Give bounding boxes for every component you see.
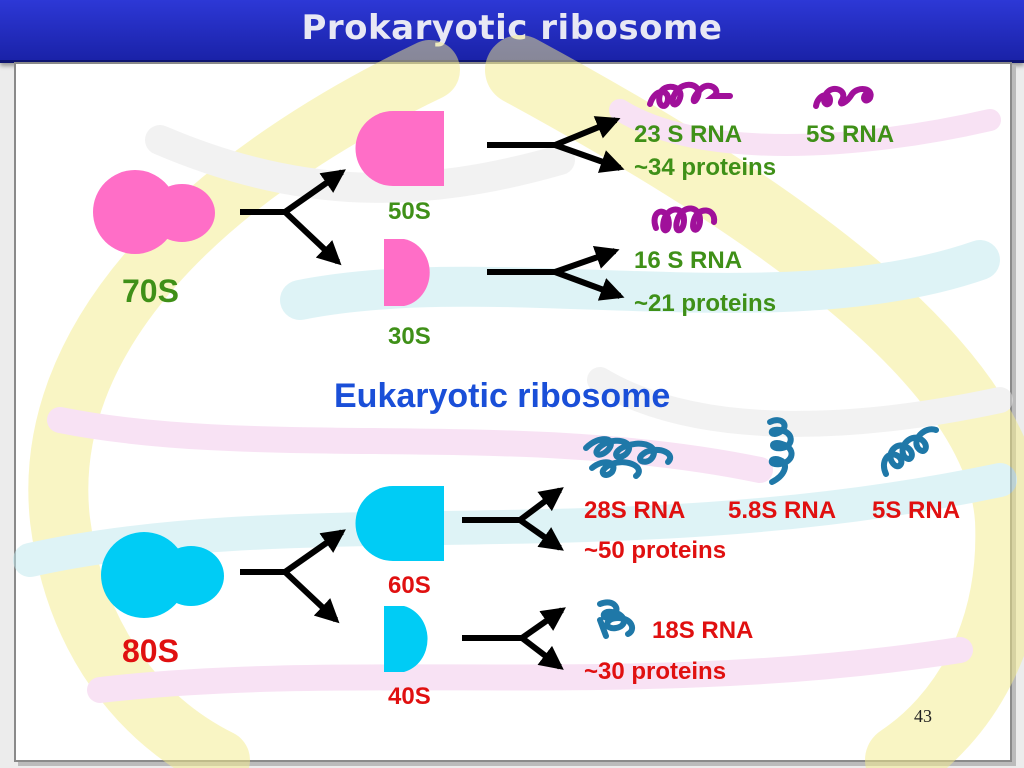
ribosome-70s-shape [93, 170, 215, 254]
label-16s-rna: 16 S RNA [634, 247, 743, 274]
label-50s: 50S [388, 198, 431, 225]
split-arrow-60s [462, 487, 564, 551]
subunit-60s-shape [355, 486, 444, 561]
label-60s-proteins: ~50 proteins [584, 537, 727, 564]
label-5s-rna-prokaryote: 5S RNA [806, 121, 895, 148]
rna-strand-icon [597, 599, 636, 639]
rna-strand-icon [813, 85, 874, 109]
label-70s: 70S [122, 273, 179, 309]
label-50s-proteins: ~34 proteins [634, 154, 777, 181]
label-40s: 40S [388, 683, 431, 710]
split-arrow-80s [240, 529, 346, 624]
rna-strand-icon [651, 205, 718, 234]
subunit-40s-shape [384, 606, 428, 672]
rna-strand-icon [880, 426, 939, 477]
label-18s-rna: 18S RNA [652, 617, 754, 644]
split-arrow-30s [487, 246, 625, 301]
label-60s: 60S [388, 572, 431, 599]
rna-strand-icon [767, 417, 795, 485]
subunit-30s-shape [384, 239, 430, 306]
page-number: 43 [914, 706, 932, 726]
split-arrow-40s [462, 607, 566, 670]
split-arrow-50s [487, 116, 625, 173]
rna-strand-icon [583, 436, 673, 479]
label-5s-rna-eukaryote: 5S RNA [872, 497, 961, 524]
label-80s: 80S [122, 633, 179, 669]
eukaryote-heading: Eukaryotic ribosome [334, 377, 671, 415]
split-arrow-70s [240, 169, 346, 266]
label-30s: 30S [388, 323, 431, 350]
subunit-50s-shape [355, 111, 444, 186]
label-23s-rna: 23 S RNA [634, 121, 743, 148]
ribosome-80s-shape [101, 532, 224, 618]
label-40s-proteins: ~30 proteins [584, 658, 727, 685]
label-5-8s-rna: 5.8S RNA [728, 497, 837, 524]
rna-strand-icon [647, 81, 733, 109]
label-28s-rna: 28S RNA [584, 497, 686, 524]
label-30s-proteins: ~21 proteins [634, 290, 777, 317]
